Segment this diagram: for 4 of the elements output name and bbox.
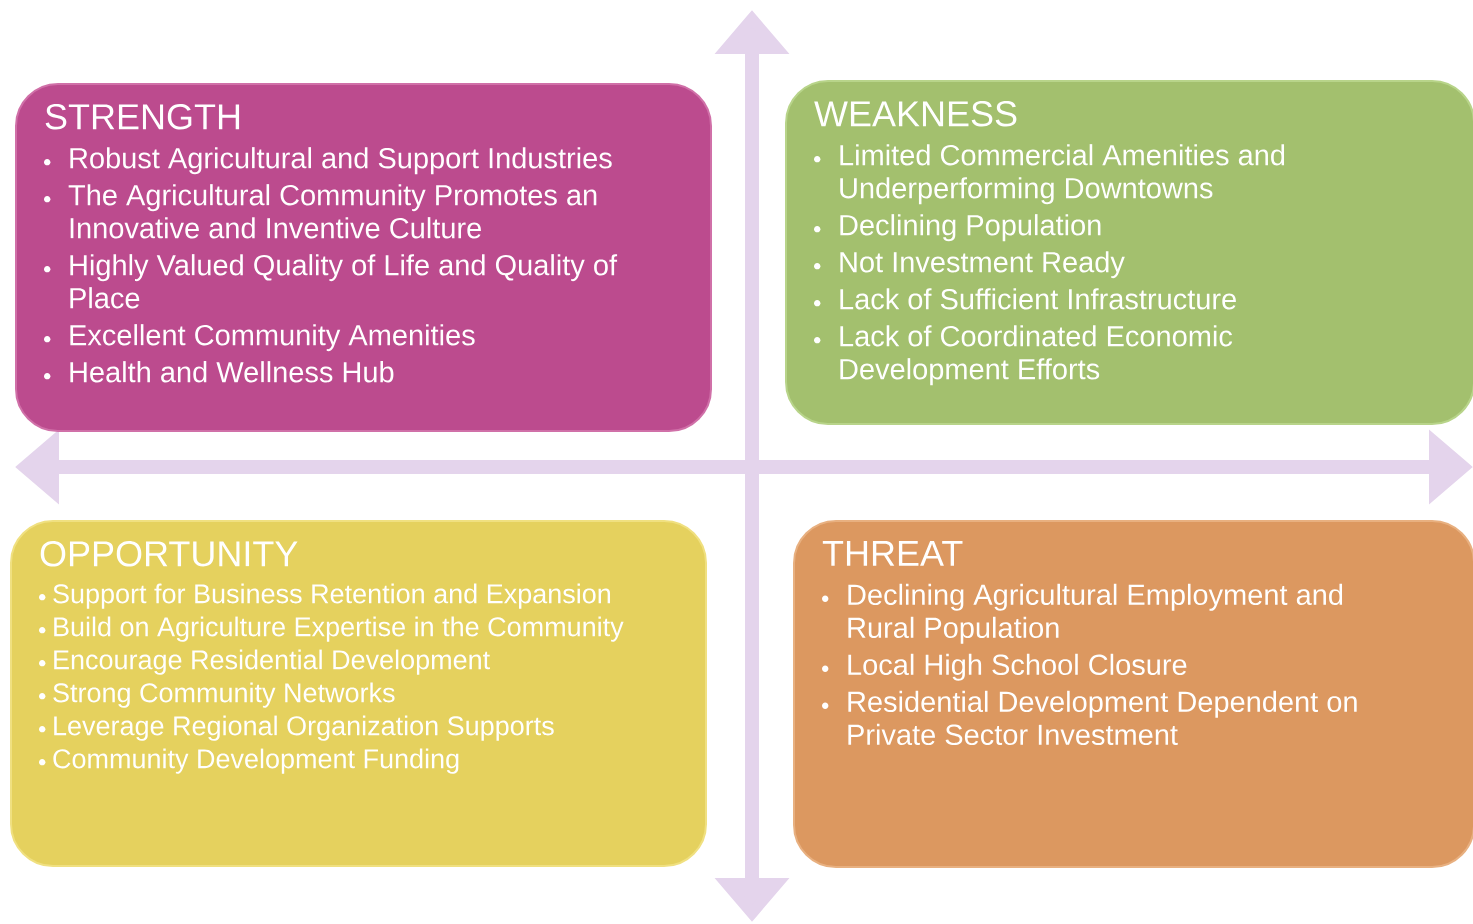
quadrant-box: WEAKNESS Limited Commercial Amenities and Underperforming Downtowns Declining Population Not Investment Ready Lack of Sufficient Infrastructure Lack of Coordinated Economic Development Efforts <box>785 80 1473 425</box>
quadrant-box: STRENGTH Robust Agricultural and Support Industries The Agricultural Community Promotes an Innovative and Inventive Culture Highly Valued Quality of Life and Quality of Place Excellent Community Amenities Health and Wellness Hub <box>15 83 712 432</box>
quadrant-box: OPPORTUNITY Support for Business Retention and Expansion Build on Agriculture Expertise in the Community Encourage Residential Development Strong Community Networks Leverage Regional Organization Supports Community Development Funding <box>10 520 707 867</box>
quadrant-box: THREAT Declining Agricultural Employment and Rural Population Local High School Closure Residential Development Dependent on Private Sector Investment <box>793 520 1473 868</box>
